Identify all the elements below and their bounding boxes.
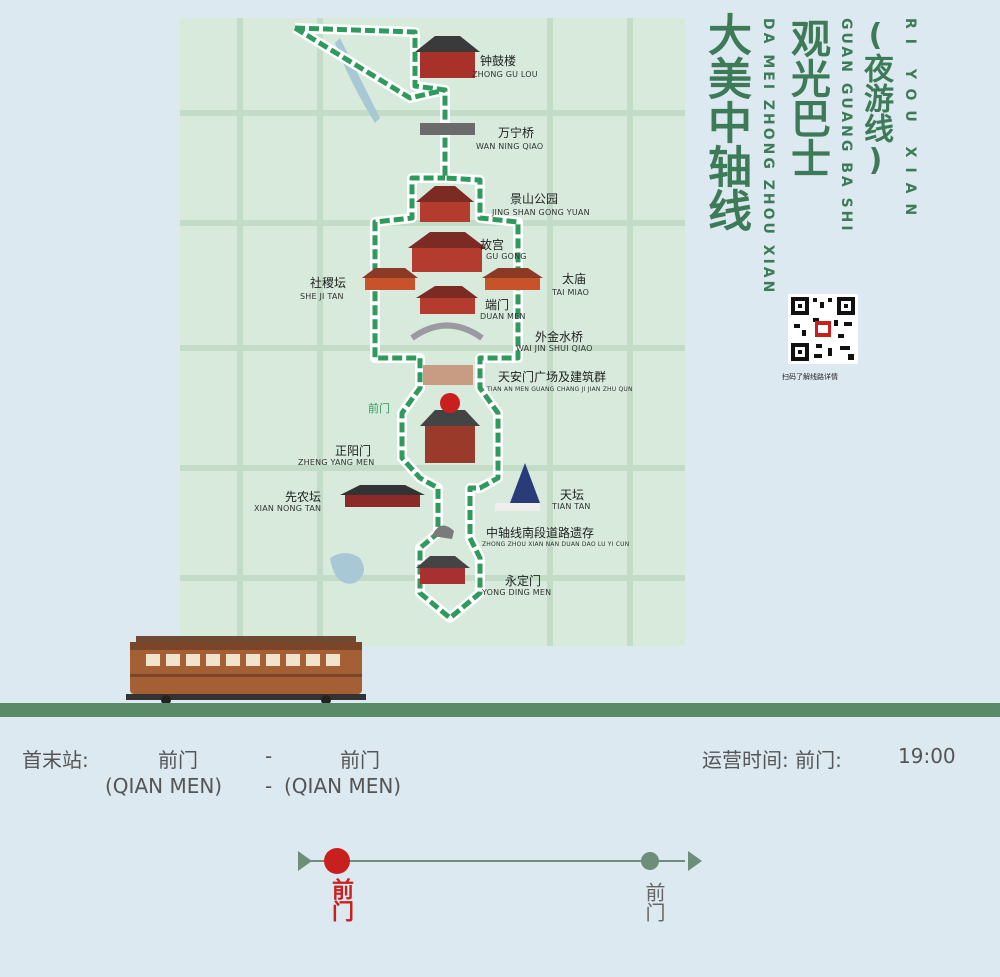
bus-route bbox=[293, 25, 521, 621]
lake bbox=[330, 553, 364, 584]
station-dot-current[interactable] bbox=[324, 848, 350, 874]
ground-line bbox=[0, 703, 1000, 717]
landmark-pinyin: WAN NING QIAO bbox=[476, 142, 544, 151]
current-stop-label: 前门 bbox=[368, 402, 390, 415]
landmark-pinyin: WAI JIN SHUI QIAO bbox=[516, 344, 593, 353]
terminal-dash: - bbox=[265, 774, 273, 798]
landmark-label: 太庙 bbox=[562, 272, 587, 286]
landmark-label: 钟鼓楼 bbox=[480, 54, 517, 68]
route-map: 钟鼓楼 ZHONG GU LOU 万宁桥 WAN NING QIAO 景山公园 … bbox=[180, 18, 685, 646]
landmark-label: 万宁桥 bbox=[498, 126, 535, 140]
landmark-label: 正阳门 bbox=[335, 444, 372, 458]
start-station-pinyin: (QIAN MEN) bbox=[105, 774, 223, 798]
landmark-label: 外金水桥 bbox=[535, 330, 584, 344]
landmark-pinyin: YONG DING MEN bbox=[482, 588, 552, 597]
landmark-label: 社稷坛 bbox=[310, 276, 347, 290]
landmark-label: 故宫 bbox=[480, 238, 505, 252]
timeline-start-arrow bbox=[298, 851, 312, 871]
landmark-pinyin: DUAN MEN bbox=[480, 312, 526, 321]
building-icons bbox=[340, 36, 543, 584]
landmark-label: 先农坛 bbox=[285, 490, 322, 504]
landmark-label: 天坛 bbox=[560, 488, 585, 502]
landmark-pinyin: ZHONG GU LOU bbox=[472, 70, 538, 79]
landmark-label: 中轴线南段道路遗存 bbox=[486, 526, 595, 540]
landmark-label: 永定门 bbox=[505, 574, 542, 588]
terminal-dash: - bbox=[265, 744, 273, 768]
landmark-pinyin: ZHONG ZHOU XIAN NAN DUAN DAO LU YI CUN bbox=[482, 541, 630, 548]
landmark-pinyin: ZHENG YANG MEN bbox=[298, 458, 375, 467]
landmark-pinyin: SHE JI TAN bbox=[300, 292, 344, 301]
timeline-end-arrow bbox=[688, 851, 702, 871]
hours-label: 运营时间: 前门: bbox=[702, 748, 842, 772]
landmark-label: 景山公园 bbox=[510, 192, 559, 206]
route-type-title: (夜游线) bbox=[858, 18, 893, 178]
current-stop-dot bbox=[440, 393, 460, 413]
route-type-pinyin: RI YOU XIAN bbox=[902, 18, 918, 226]
start-station: 前门 bbox=[158, 748, 198, 772]
landmark-label: 端门 bbox=[485, 298, 510, 312]
end-station-pinyin: (QIAN MEN) bbox=[284, 774, 402, 798]
timeline-station-current[interactable]: 前门 bbox=[328, 878, 353, 922]
landmark-pinyin: JING SHAN GONG YUAN bbox=[492, 208, 590, 217]
station-dot[interactable] bbox=[641, 852, 659, 870]
landmark-pinyin: TIAN AN MEN GUANG CHANG JI JIAN ZHU QUN bbox=[487, 386, 633, 393]
qr-caption: 扫码了解线路详情 bbox=[782, 373, 838, 381]
sub-title: 观光巴士 bbox=[784, 18, 830, 178]
terminal-label: 首末站: bbox=[22, 748, 89, 772]
landmark-pinyin: TAI MIAO bbox=[552, 288, 590, 297]
landmark-label: 天安门广场及建筑群 bbox=[498, 370, 607, 384]
tram-icon bbox=[126, 636, 366, 705]
landmark-pinyin: TIAN TAN bbox=[552, 502, 591, 511]
timeline-station[interactable]: 前门 bbox=[642, 882, 666, 922]
hours-time: 19:00 bbox=[898, 744, 956, 768]
qr-code[interactable] bbox=[788, 294, 858, 364]
qr-code-icon bbox=[791, 297, 855, 361]
main-title: 大美中轴线 bbox=[700, 12, 751, 232]
route-timeline bbox=[298, 848, 702, 874]
main-title-pinyin: DA MEI ZHONG ZHOU XIAN bbox=[760, 18, 776, 296]
sub-title-pinyin: GUAN GUANG BA SHI bbox=[838, 18, 854, 234]
end-station: 前门 bbox=[340, 748, 380, 772]
landmark-pinyin: XIAN NONG TAN bbox=[254, 504, 322, 513]
map-base bbox=[180, 18, 685, 646]
landmark-pinyin: GU GONG bbox=[486, 252, 527, 261]
